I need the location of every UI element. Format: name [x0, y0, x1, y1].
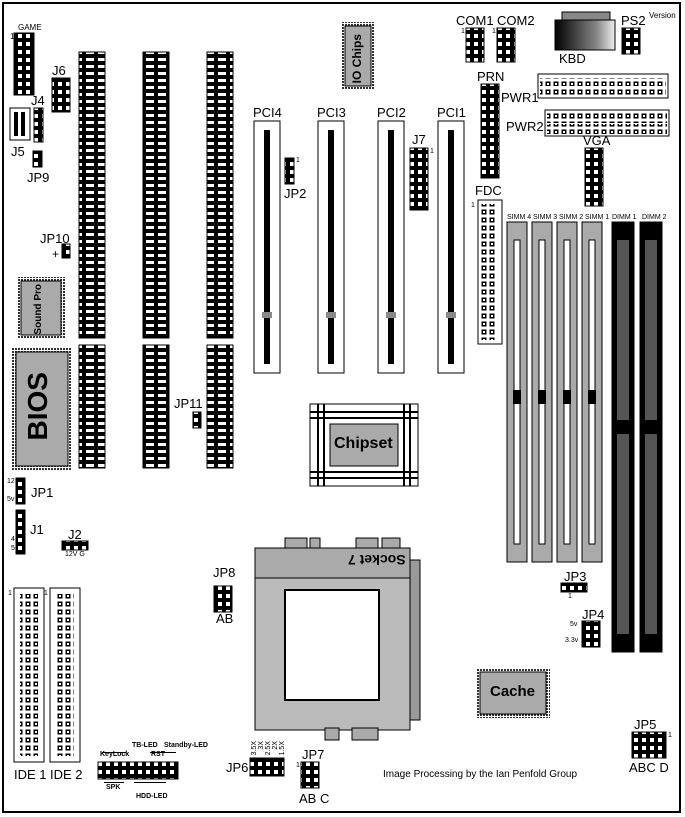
jp9-label: JP9	[27, 170, 50, 185]
jp6-col-1: 3.5X	[251, 741, 258, 756]
jp11-label: JP11	[174, 396, 203, 411]
jp6-label: JP6	[226, 760, 249, 775]
chipset-label: Chipset	[334, 435, 393, 452]
jp8-sub-label: AB	[216, 611, 234, 626]
pci3-label: PCI3	[317, 105, 346, 120]
jp2-label: JP2	[284, 186, 307, 201]
ps2-label: PS2	[621, 13, 646, 28]
cache-label: Cache	[490, 683, 536, 700]
simm1-label: SIMM 1	[585, 214, 610, 221]
pin1-j7: 1	[430, 148, 434, 155]
bios-chip-label: BIOS	[22, 372, 53, 441]
jp10-plus: +	[52, 247, 60, 261]
standby-led-label: Standby-LED	[164, 742, 208, 749]
j1-pin5-label: 5	[11, 545, 15, 552]
rst-label: RST	[151, 751, 165, 758]
jp4-5v-label: 5v	[570, 621, 578, 628]
pwr2-label: PWR2	[506, 119, 544, 134]
jp5-sub-label: ABC D	[629, 760, 669, 775]
jp4-33v-label: 3.3v	[565, 637, 579, 644]
simm2-label: SIMM 2	[559, 214, 584, 221]
j2-sub-label: 12V G	[65, 551, 85, 558]
j2-label: J2	[68, 527, 82, 542]
j1-pin4-label: 4	[11, 536, 15, 543]
jp1-5v-label: 5v	[7, 496, 15, 503]
pin1-jp3: 1	[568, 593, 572, 600]
jp5-label: JP5	[634, 717, 657, 732]
pin1-com2: 1	[492, 28, 496, 35]
pin1-ide2: 1	[44, 590, 48, 597]
fdc-label: FDC	[475, 183, 502, 198]
simm3-label: SIMM 3	[533, 214, 558, 221]
pin1-fdc: 1	[471, 202, 475, 209]
ide1-label: IDE 1	[14, 767, 47, 782]
pin1-jp2: 1	[296, 157, 300, 164]
jp6-col-3: 2.5X	[265, 741, 272, 756]
kbd-label: KBD	[559, 51, 586, 66]
pci4-label: PCI4	[253, 105, 282, 120]
tb-led-label: TB-LED	[132, 742, 158, 749]
game-label: GAME	[18, 23, 42, 32]
keylock-label: KeyLock	[100, 751, 130, 758]
jp10-label: JP10	[40, 231, 70, 246]
j1-label: J1	[30, 522, 44, 537]
pin1-jp7: 1	[296, 762, 300, 769]
pci2-label: PCI2	[377, 105, 406, 120]
jp4-label: JP4	[582, 607, 605, 622]
vga-label: VGA	[583, 133, 611, 148]
jp3-label: JP3	[564, 569, 587, 584]
com1-label: COM1	[456, 13, 494, 28]
hdd-led-label: HDD-LED	[136, 793, 168, 800]
dimm1-label: DIMM 1	[612, 214, 637, 221]
j4-label: J4	[31, 93, 45, 108]
io-chip-label: IO Chips	[350, 34, 364, 84]
pci1-label: PCI1	[437, 105, 466, 120]
jp7-label: JP7	[302, 747, 325, 762]
socket7-label: Socket 7	[348, 552, 406, 568]
jp6-col-5: 1.5X	[279, 741, 286, 756]
jp1-pin-label: 12	[7, 478, 15, 485]
spk-label: SPK	[106, 784, 121, 791]
dimm2-label: DIMM 2	[642, 214, 667, 221]
j7-label: J7	[412, 132, 426, 147]
pin1-com1: 1	[461, 28, 465, 35]
credit-text: Image Processing by the Ian Penfold Grou…	[383, 769, 578, 780]
jp8-label: JP8	[213, 565, 236, 580]
simm4-label: SIMM 4	[507, 214, 532, 221]
ide2-label: IDE 2	[50, 767, 83, 782]
j6-label: J6	[52, 63, 66, 78]
prn-label: PRN	[477, 69, 505, 84]
pin1-jp5: 1	[668, 732, 672, 739]
pin1-ide1: 1	[8, 590, 12, 597]
pwr1-label: PWR1	[501, 90, 539, 105]
sound-chip-label: Sound Pro	[33, 284, 44, 335]
jp1-label: JP1	[31, 485, 54, 500]
jp6-col-4: 2X	[272, 741, 279, 750]
com2-label: COM2	[497, 13, 535, 28]
version-label: Version	[649, 11, 676, 20]
j5-label: J5	[11, 144, 25, 159]
jp6-col-2: 3X	[258, 741, 265, 750]
jp7-sub-label: AB C	[299, 791, 330, 806]
pin1-game: 1	[10, 32, 15, 41]
